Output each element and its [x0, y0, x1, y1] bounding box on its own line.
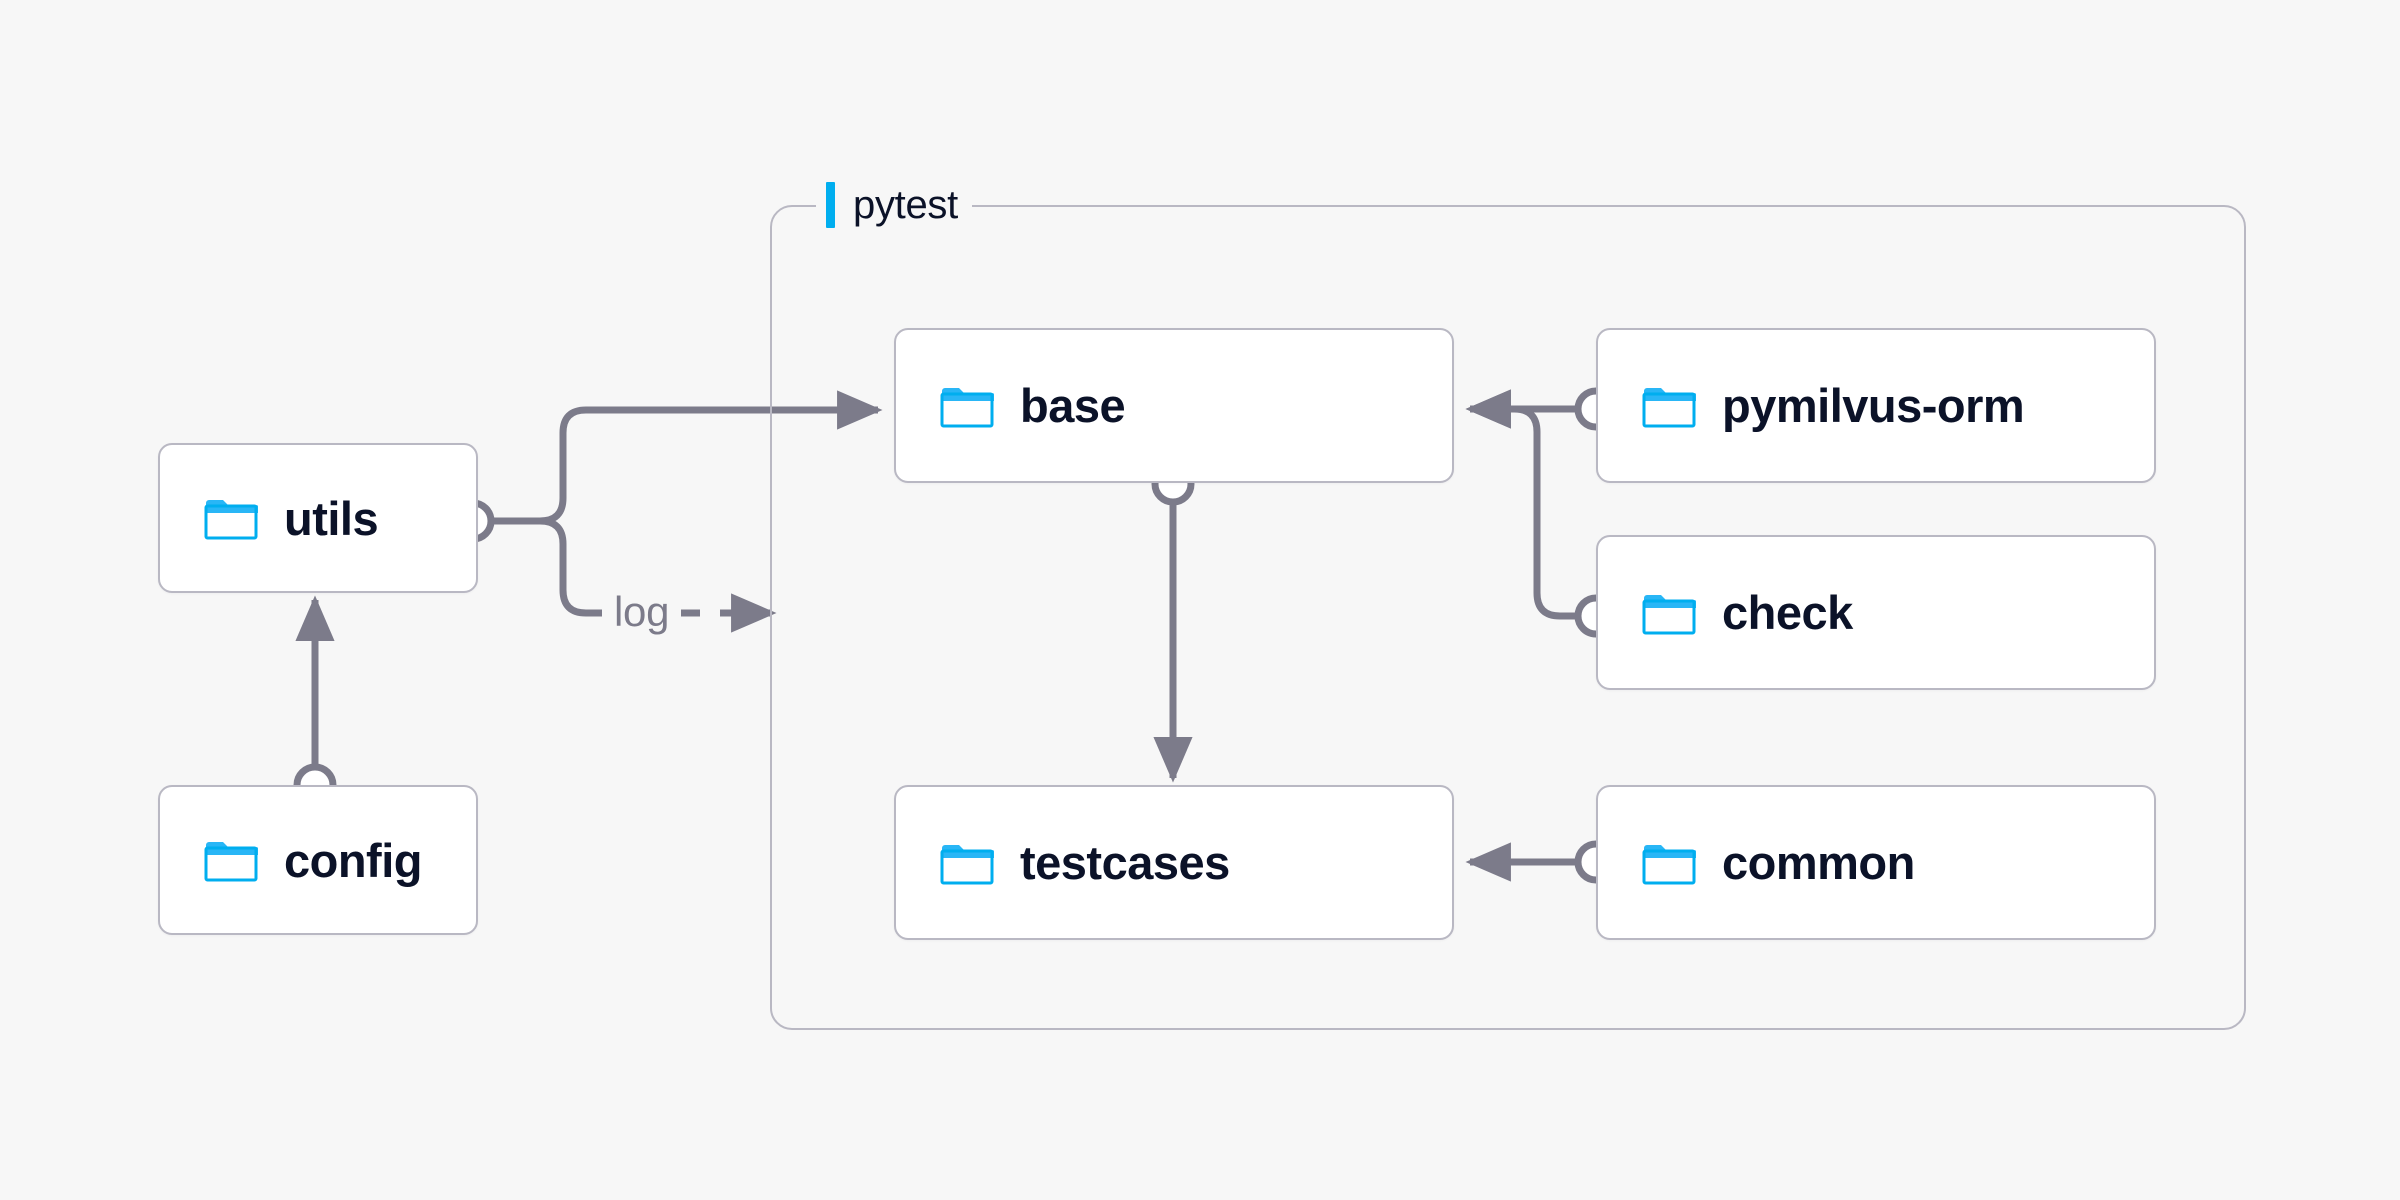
group-pytest-title-wrap: pytest	[816, 177, 972, 233]
node-label: base	[1020, 379, 1126, 432]
node-common[interactable]: common	[1596, 785, 2156, 940]
node-label: utils	[284, 491, 379, 545]
folder-icon	[1642, 590, 1697, 636]
node-config[interactable]: config	[158, 785, 478, 935]
node-label: pymilvus-orm	[1722, 379, 2025, 432]
folder-icon	[1642, 840, 1697, 886]
accent-bar-icon	[826, 182, 835, 228]
node-label: config	[284, 833, 422, 887]
node-utils[interactable]: utils	[158, 443, 478, 593]
group-pytest-title: pytest	[853, 182, 958, 227]
edge-label-log: log	[602, 588, 682, 636]
folder-icon	[940, 383, 995, 429]
node-testcases[interactable]: testcases	[894, 785, 1454, 940]
node-label: check	[1722, 586, 1853, 639]
folder-icon	[1642, 383, 1697, 429]
node-base[interactable]: base	[894, 328, 1454, 483]
folder-icon	[204, 495, 259, 541]
node-label: common	[1722, 836, 1915, 889]
group-pytest[interactable]	[770, 205, 2246, 1030]
folder-icon	[940, 840, 995, 886]
node-pymilvus-orm[interactable]: pymilvus-orm	[1596, 328, 2156, 483]
folder-icon	[204, 837, 259, 883]
node-label: testcases	[1020, 836, 1230, 889]
node-check[interactable]: check	[1596, 535, 2156, 690]
